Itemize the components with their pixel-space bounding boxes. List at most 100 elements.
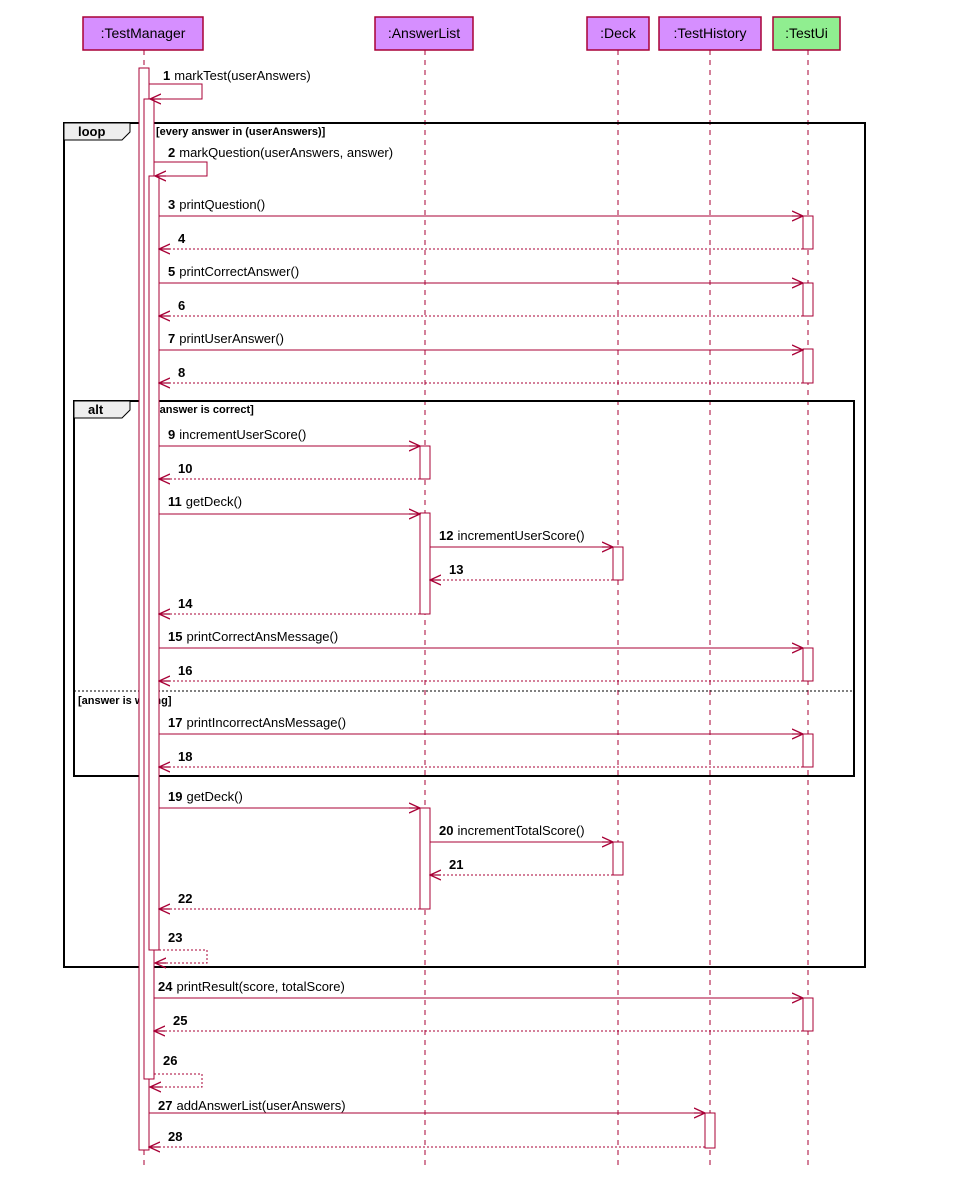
fragment-loop-guard: [every answer in (userAnswers)] bbox=[156, 126, 326, 138]
message-9-text: 9 incrementUserScore() bbox=[168, 427, 306, 442]
activation-dk bbox=[612, 841, 624, 876]
participant-dk-label: :Deck bbox=[600, 25, 637, 41]
participant-tm bbox=[82, 16, 204, 51]
message-23-text: 23 bbox=[168, 930, 182, 945]
activation-tm bbox=[148, 175, 160, 951]
message-1-number: 1 bbox=[163, 68, 170, 83]
message-26-text: 26 bbox=[163, 1053, 177, 1068]
fragment-alt-guard: [answer is correct] bbox=[156, 404, 254, 416]
message-27-number: 27 bbox=[158, 1098, 172, 1113]
message-4-number: 4 bbox=[178, 231, 186, 246]
message-8-number: 8 bbox=[178, 365, 185, 380]
message-10-text: 10 bbox=[178, 461, 192, 476]
message-15-text: 15 printCorrectAnsMessage() bbox=[168, 629, 338, 644]
message-4-text: 4 bbox=[178, 231, 186, 246]
message-3-label: printQuestion() bbox=[179, 197, 265, 212]
participant-tu bbox=[772, 16, 841, 51]
message-19-text: 19 getDeck() bbox=[168, 789, 243, 804]
participant-dk bbox=[586, 16, 650, 51]
message-12-text: 12 incrementUserScore() bbox=[439, 528, 585, 543]
message-11-text: 11 getDeck() bbox=[168, 494, 242, 509]
participant-al bbox=[374, 16, 474, 51]
message-5-label: printCorrectAnswer() bbox=[179, 264, 299, 279]
message-28-text: 28 bbox=[168, 1129, 182, 1144]
fragment-loop bbox=[63, 122, 866, 968]
activation-tu bbox=[802, 282, 814, 317]
message-5-number: 5 bbox=[168, 264, 175, 279]
message-13-text: 13 bbox=[449, 562, 463, 577]
message-3-text: 3 printQuestion() bbox=[168, 197, 265, 212]
message-24-number: 24 bbox=[158, 979, 173, 994]
message-6-number: 6 bbox=[178, 298, 185, 313]
message-20-text: 20 incrementTotalScore() bbox=[439, 823, 585, 838]
message-2-number: 2 bbox=[168, 145, 175, 160]
message-1-text: 1 markTest(userAnswers) bbox=[163, 68, 311, 83]
message-12-label: incrementUserScore() bbox=[457, 528, 584, 543]
message-17-text: 17 printIncorrectAnsMessage() bbox=[168, 715, 346, 730]
message-17-number: 17 bbox=[168, 715, 182, 730]
participant-al-label: :AnswerList bbox=[388, 25, 460, 41]
message-1-arrow bbox=[149, 83, 203, 99]
message-6-text: 6 bbox=[178, 298, 185, 313]
participant-tm-label: :TestManager bbox=[101, 25, 186, 41]
message-3-number: 3 bbox=[168, 197, 175, 212]
fragment-alt bbox=[73, 400, 855, 777]
message-11-number: 11 bbox=[168, 494, 182, 509]
message-17-label: printIncorrectAnsMessage() bbox=[186, 715, 346, 730]
message-11-label: getDeck() bbox=[186, 494, 242, 509]
message-2-text: 2 markQuestion(userAnswers, answer) bbox=[168, 145, 393, 160]
message-13-number: 13 bbox=[449, 562, 463, 577]
activation-al bbox=[419, 807, 431, 910]
fragment-loop-tag bbox=[63, 122, 131, 141]
message-9-label: incrementUserScore() bbox=[179, 427, 306, 442]
activation-al bbox=[419, 512, 431, 615]
fragment-alt-tag bbox=[73, 400, 131, 419]
message-23-number: 23 bbox=[168, 930, 182, 945]
message-14-text: 14 bbox=[178, 596, 193, 611]
message-23-arrow bbox=[155, 949, 208, 963]
message-15-number: 15 bbox=[168, 629, 182, 644]
fragment-loop-operator: loop bbox=[78, 124, 105, 139]
message-26-number: 26 bbox=[163, 1053, 177, 1068]
activation-tu bbox=[802, 215, 814, 250]
message-25-number: 25 bbox=[173, 1013, 187, 1028]
message-25-text: 25 bbox=[173, 1013, 187, 1028]
message-2-arrow bbox=[154, 161, 208, 176]
message-5-text: 5 printCorrectAnswer() bbox=[168, 264, 299, 279]
message-24-label: printResult(score, totalScore) bbox=[176, 979, 344, 994]
message-12-number: 12 bbox=[439, 528, 453, 543]
message-19-label: getDeck() bbox=[186, 789, 242, 804]
message-20-label: incrementTotalScore() bbox=[457, 823, 584, 838]
message-2-label: markQuestion(userAnswers, answer) bbox=[179, 145, 393, 160]
participant-tu-label: :TestUi bbox=[785, 25, 828, 41]
message-15-label: printCorrectAnsMessage() bbox=[186, 629, 338, 644]
message-20-number: 20 bbox=[439, 823, 453, 838]
activation-tu bbox=[802, 647, 814, 682]
activation-th bbox=[704, 1112, 716, 1149]
message-7-number: 7 bbox=[168, 331, 175, 346]
activation-tu bbox=[802, 733, 814, 768]
activation-dk bbox=[612, 546, 624, 581]
message-10-number: 10 bbox=[178, 461, 192, 476]
message-8-text: 8 bbox=[178, 365, 185, 380]
message-22-text: 22 bbox=[178, 891, 192, 906]
message-18-text: 18 bbox=[178, 749, 192, 764]
message-19-number: 19 bbox=[168, 789, 182, 804]
message-21-number: 21 bbox=[449, 857, 463, 872]
message-21-text: 21 bbox=[449, 857, 463, 872]
message-22-number: 22 bbox=[178, 891, 192, 906]
message-9-number: 9 bbox=[168, 427, 175, 442]
activation-tu bbox=[802, 997, 814, 1032]
participant-th-label: :TestHistory bbox=[673, 25, 746, 41]
message-26-arrow bbox=[150, 1073, 203, 1087]
message-18-number: 18 bbox=[178, 749, 192, 764]
message-1-label: markTest(userAnswers) bbox=[174, 68, 311, 83]
message-16-number: 16 bbox=[178, 663, 192, 678]
message-28-number: 28 bbox=[168, 1129, 182, 1144]
message-14-number: 14 bbox=[178, 596, 193, 611]
message-16-text: 16 bbox=[178, 663, 192, 678]
